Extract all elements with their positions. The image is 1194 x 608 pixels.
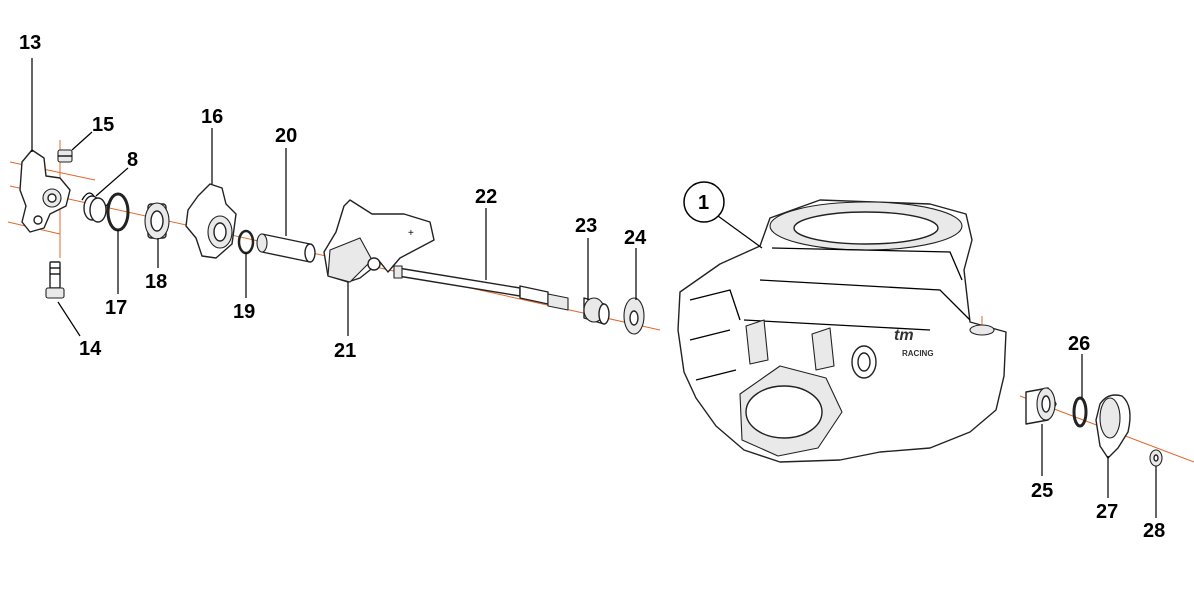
callout-28: 28 [1143, 520, 1165, 542]
callout-22: 22 [475, 186, 497, 208]
callout-21: 21 [334, 340, 356, 362]
callout-23: 23 [575, 215, 597, 237]
part-22-shaft [393, 265, 569, 311]
part-24-washer [623, 297, 645, 335]
part-26-ring [1072, 396, 1088, 428]
part-28-washer [1149, 449, 1163, 467]
callout-labels: 13 15 8 16 20 22 23 24 1 18 17 19 21 14 … [19, 32, 1165, 542]
svg-text:+: + [408, 228, 414, 239]
part-8-spring [81, 192, 111, 223]
part-1-cylinder: tm RACING [677, 199, 1007, 463]
part-27-plate [1095, 394, 1131, 459]
callout-17: 17 [105, 297, 127, 319]
leader-lines [31, 58, 1157, 518]
callout-1-circle [683, 181, 725, 223]
part-14-bolt [45, 261, 65, 299]
svg-text:RACING: RACING [902, 349, 934, 358]
callout-18: 18 [145, 271, 167, 293]
callout-14: 14 [79, 338, 102, 360]
part-15-nut [57, 149, 73, 163]
part-18-bushing [144, 202, 170, 240]
callout-19: 19 [233, 301, 255, 323]
callout-20: 20 [275, 125, 297, 147]
callout-1: 1 [698, 192, 709, 214]
callout-13: 13 [19, 32, 41, 54]
part-20-sleeve [256, 233, 316, 263]
callout-27: 27 [1096, 501, 1118, 523]
svg-text:tm: tm [894, 327, 914, 344]
part-13-lever [19, 149, 71, 233]
callout-24: 24 [624, 227, 647, 249]
part-16-plate [185, 183, 237, 259]
part-17-circlip [106, 192, 130, 232]
part-23-bushing [583, 297, 610, 325]
callout-16: 16 [201, 106, 223, 128]
callout-25: 25 [1031, 480, 1053, 502]
part-19-ring [237, 229, 255, 255]
callout-26: 26 [1068, 333, 1090, 355]
part-21-fork: + [323, 199, 435, 283]
callout-15: 15 [92, 114, 114, 136]
callout-8: 8 [127, 149, 138, 171]
part-25-bushing [1025, 387, 1057, 425]
